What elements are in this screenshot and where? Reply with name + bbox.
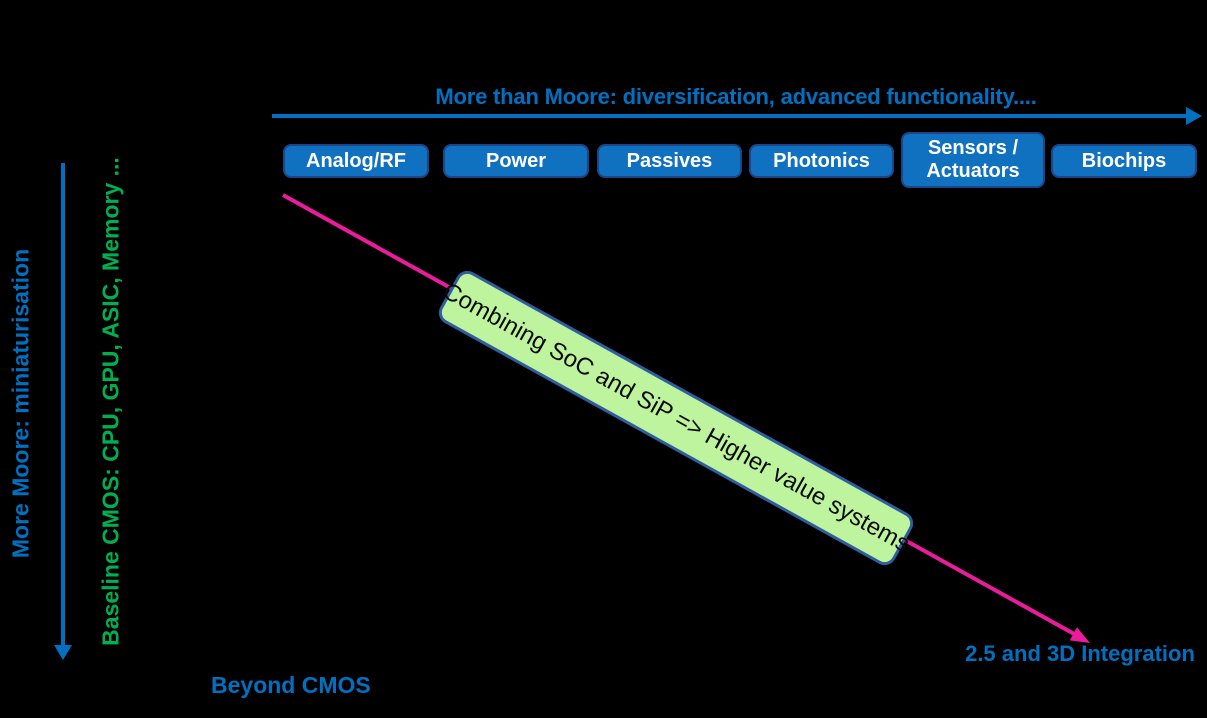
category-label: Photonics [773,149,870,172]
category-box-photonics: Photonics [749,144,894,178]
category-label: Passives [626,149,713,172]
more-moore-axis-label: More Moore: miniaturisation [7,248,34,559]
category-box-sensors-actuators: Sensors / Actuators [901,132,1045,188]
category-box-analog-rf: Analog/RF [283,144,429,178]
category-label: Biochips [1081,149,1167,172]
miniaturisation-arrow [61,163,65,645]
beyond-cmos-label: Beyond CMOS [211,672,371,698]
category-label: Analog/RF [306,149,406,172]
arrow-right-head-icon [1186,107,1202,125]
more-than-moore-title: More than Moore: diversification, advanc… [435,84,1037,109]
category-label: Power [485,149,547,172]
category-box-power: Power [443,144,589,178]
baseline-cmos-axis-label: Baseline CMOS: CPU, GPU, ASIC, Memory ..… [97,157,124,646]
category-label: Sensors / Actuators [926,137,1020,182]
more-than-moore-arrow [272,114,1188,118]
integration-label: 2.5 and 3D Integration [965,641,1195,666]
category-box-passives: Passives [597,144,742,178]
arrow-down-head-icon [54,645,72,660]
category-box-biochips: Biochips [1051,144,1197,178]
diagonal-arrowhead-icon [1069,627,1090,643]
